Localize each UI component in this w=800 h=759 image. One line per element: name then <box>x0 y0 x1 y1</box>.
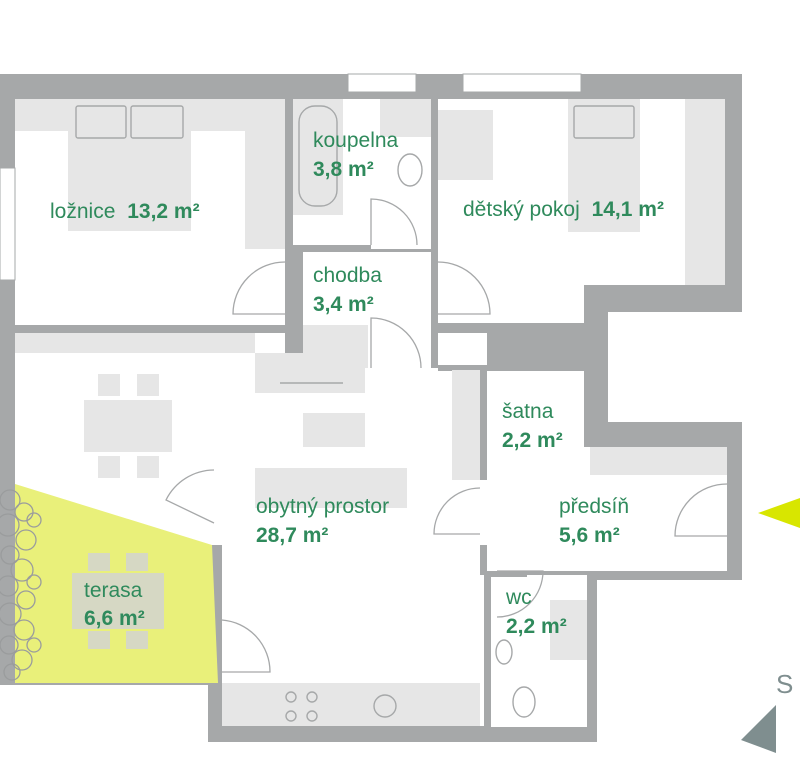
wall-satna-left <box>480 370 487 480</box>
kitchen-sink <box>373 694 397 718</box>
room-area: 14,1 m² <box>592 198 664 221</box>
bed-pillow-2 <box>130 105 184 139</box>
obytny-chair-3 <box>98 456 120 478</box>
fixtures <box>75 105 635 722</box>
terrace-chair-2 <box>126 553 148 571</box>
floor-detsky-pokoj-lower <box>438 285 584 323</box>
door-terasa-2 <box>221 619 271 673</box>
hob-2 <box>306 691 318 703</box>
compass: S <box>741 669 793 753</box>
room-loznice-label: ložnice 13,2 m² <box>50 200 200 223</box>
wall-satna-right <box>584 365 590 447</box>
hob-1 <box>285 691 297 703</box>
door-loznice <box>232 261 286 315</box>
obytny-sideboard <box>15 333 255 353</box>
hob-3 <box>285 710 297 722</box>
satna-shelf <box>452 370 480 480</box>
compass-arrow-icon <box>741 705 776 753</box>
wall-satna-top <box>438 365 588 371</box>
room-chodba-name: chodba <box>313 264 382 287</box>
door-koupelna <box>370 198 418 246</box>
door-entrance <box>674 483 728 537</box>
room-detsky-label: dětský pokoj 14,1 m² <box>463 198 664 221</box>
koupelna-bathtub <box>293 99 343 215</box>
window-detsky <box>462 73 582 93</box>
detsky-bed-pillow <box>573 105 635 139</box>
furniture <box>15 99 727 726</box>
detsky-bed <box>568 99 640 232</box>
room-terasa-name: terasa <box>84 579 143 602</box>
room-chodba-area: 3,4 m² <box>313 293 374 316</box>
terrace <box>0 484 218 683</box>
wall-chodba-right <box>431 325 438 368</box>
wall-wc-top <box>487 571 527 577</box>
terrace-chair-4 <box>126 631 148 649</box>
compass-label: S <box>776 669 793 699</box>
terrace-table <box>72 573 164 629</box>
room-satna-name: šatna <box>502 400 554 423</box>
door-terasa-1 <box>165 469 215 524</box>
room-terasa-area: 6,6 m² <box>84 607 145 630</box>
room-koupelna-area: 3,8 m² <box>313 158 374 181</box>
wc-sink <box>550 600 587 660</box>
room-obytny-name: obytný prostor <box>256 495 389 518</box>
wc-basin <box>495 639 513 665</box>
wall-koupelna-chodba <box>293 245 371 252</box>
room-predsin-name: předsíň <box>559 495 629 518</box>
detsky-desk <box>438 110 493 180</box>
window-loznice <box>0 167 16 281</box>
wall-terrace-edge <box>212 545 222 685</box>
wc-toilet <box>512 686 536 718</box>
terrace-chair-1 <box>88 553 110 571</box>
terrace-plants <box>0 489 42 681</box>
wall-loznice-koupelna <box>285 99 293 259</box>
room-predsin-area: 5,6 m² <box>559 524 620 547</box>
room-labels: ložnice 13,2 m² koupelna 3,8 m² dětský p… <box>50 129 664 638</box>
wall-loznice-obytny <box>15 325 287 333</box>
obytny-chair-2 <box>137 374 159 396</box>
doors <box>165 198 728 673</box>
room-name: ložnice <box>50 200 115 223</box>
obytny-coffee-table <box>303 413 365 447</box>
wall-detsky-bottom <box>438 323 586 331</box>
room-name: dětský pokoj <box>463 198 580 221</box>
obytny-dining-table <box>84 400 172 452</box>
koupelna-sink-counter <box>380 99 431 137</box>
obytny-chair-1 <box>98 374 120 396</box>
wall-obytny-kitchen-right <box>487 575 491 730</box>
door-satna <box>433 487 481 535</box>
door-detsky <box>437 261 491 315</box>
bed-pillow-1 <box>75 105 127 139</box>
entrance-marker-icon <box>758 498 800 528</box>
windows <box>0 73 582 281</box>
predsin-wardrobe <box>590 447 727 475</box>
bathtub-basin <box>298 105 338 207</box>
door-wc <box>496 570 544 618</box>
loznice-wardrobe <box>245 131 285 249</box>
wall-predsin-left <box>480 545 487 575</box>
obytny-sofa <box>255 468 407 508</box>
koupelna-toilet <box>397 153 423 187</box>
detsky-wardrobe <box>685 99 725 285</box>
hob-4 <box>306 710 318 722</box>
room-satna-area: 2,2 m² <box>502 429 563 452</box>
obytny-tv-unit <box>255 353 365 393</box>
room-obytny-area: 28,7 m² <box>256 524 328 547</box>
door-chodba-obytny <box>370 317 422 369</box>
room-area: 13,2 m² <box>127 200 199 223</box>
room-wc-name: wc <box>505 586 532 609</box>
room-wc-area: 2,2 m² <box>506 615 567 638</box>
obytny-kitchen-counter <box>222 683 480 726</box>
terrace-chair-3 <box>88 631 110 649</box>
wall-koupelna-detsky <box>431 99 438 249</box>
loznice-bed <box>68 105 191 231</box>
obytny-chair-4 <box>137 456 159 478</box>
room-koupelna-name: koupelna <box>313 129 399 152</box>
window-koupelna <box>347 73 417 93</box>
